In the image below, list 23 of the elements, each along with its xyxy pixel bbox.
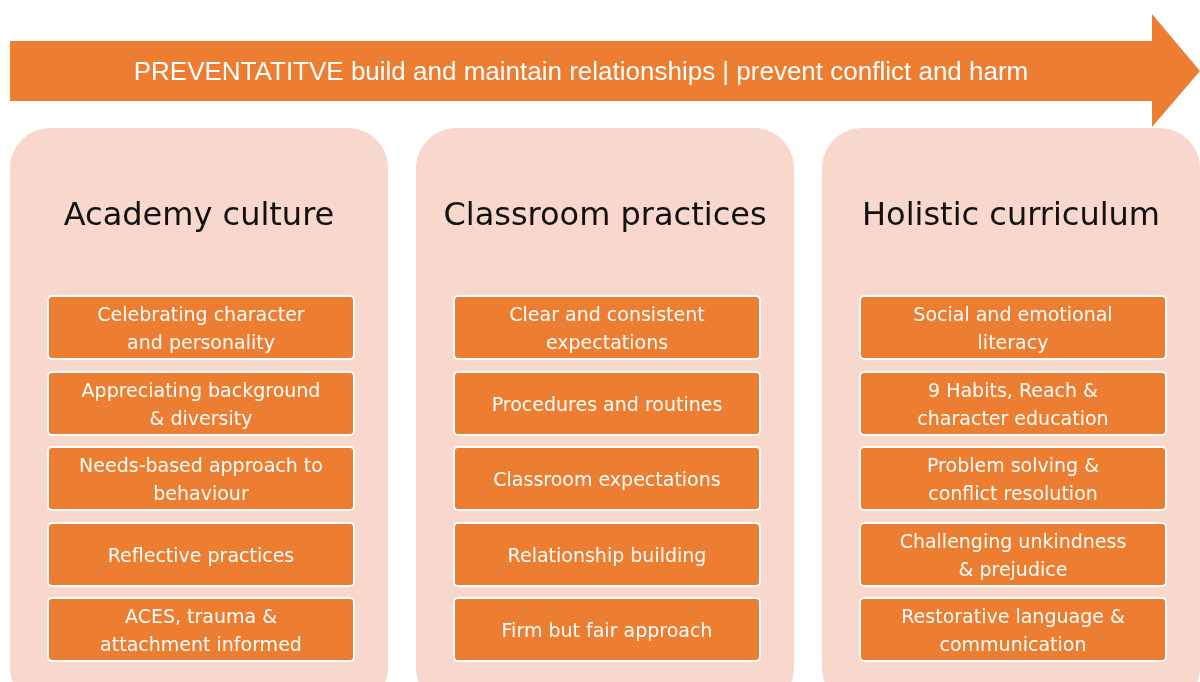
practice-box: Firm but fair approach [453, 597, 761, 662]
practice-box: Classroom expectations [453, 446, 761, 511]
banner-arrow [10, 14, 1200, 127]
practice-box: Social and emotional literacy [859, 295, 1167, 360]
practice-box: Appreciating background & diversity [47, 371, 355, 436]
practice-box: Challenging unkindness & prejudice [859, 522, 1167, 587]
practice-box: Relationship building [453, 522, 761, 587]
column-panel [416, 128, 794, 682]
column-heading: Holistic curriculum [861, 194, 1161, 235]
practice-box: Procedures and routines [453, 371, 761, 436]
practice-box: Celebrating character and personality [47, 295, 355, 360]
practice-box: Restorative language & communication [859, 597, 1167, 662]
practice-box: Clear and consistent expectations [453, 295, 761, 360]
practice-box: Needs-based approach to behaviour [47, 446, 355, 511]
practice-box: ACES, trauma & attachment informed [47, 597, 355, 662]
practice-box: Reflective practices [47, 522, 355, 587]
column-heading: Classroom practices [442, 194, 768, 235]
banner-text: PREVENTATITVE build and maintain relationships | prevent conflict and harm [132, 54, 1030, 88]
column-panel [822, 128, 1200, 682]
column-heading: Academy culture [62, 194, 336, 235]
practice-box: Problem solving & conflict resolution [859, 446, 1167, 511]
column-panel [10, 128, 388, 682]
practice-box: 9 Habits, Reach & character education [859, 371, 1167, 436]
